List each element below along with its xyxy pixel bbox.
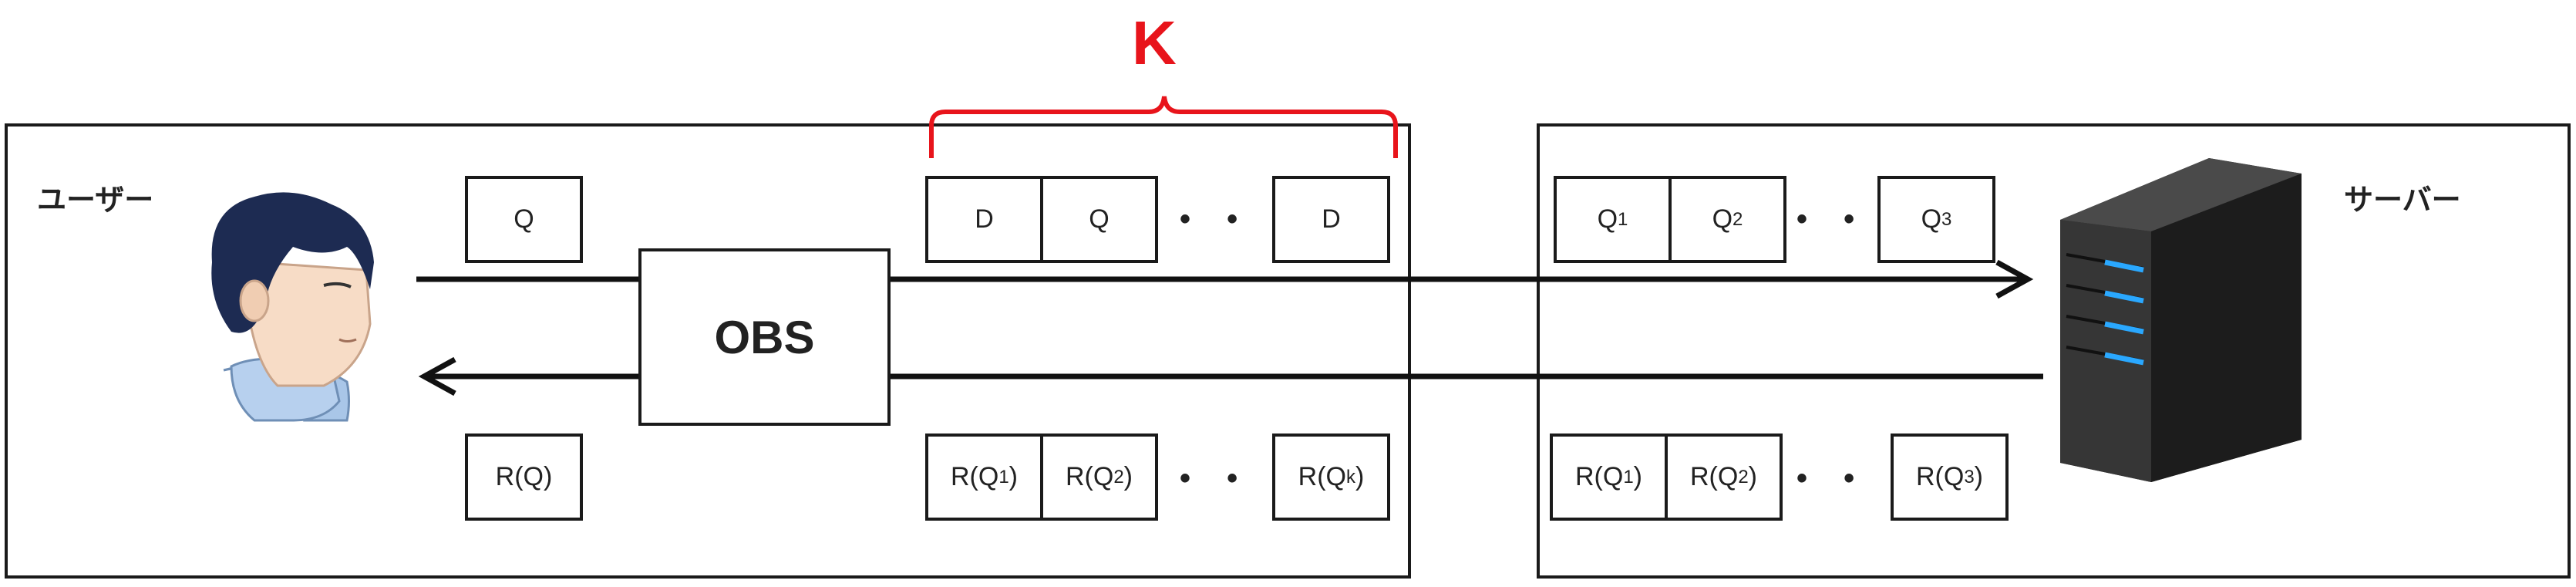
left-outgoing-ellipsis: • • • bbox=[1180, 202, 1299, 236]
server-led-2 bbox=[2104, 290, 2144, 304]
bottom-arrowhead bbox=[418, 356, 456, 396]
k-label: K bbox=[1132, 8, 1177, 77]
server-icon bbox=[2060, 158, 2302, 482]
server-led-3 bbox=[2104, 321, 2144, 335]
left-incoming-ellipsis: • • • bbox=[1180, 461, 1299, 495]
server-led-4 bbox=[2104, 352, 2144, 366]
user-query-box: Q bbox=[465, 176, 583, 263]
right-region bbox=[1537, 123, 2571, 579]
server-label: サーバー bbox=[2344, 184, 2461, 217]
left-outgoing-q: Q bbox=[1040, 176, 1158, 263]
top-arrowhead bbox=[1995, 259, 2034, 299]
user-response-box: R(Q) bbox=[465, 434, 583, 521]
left-outgoing-d-first: D bbox=[925, 176, 1043, 263]
server-led-1 bbox=[2104, 259, 2144, 273]
k-brace bbox=[929, 96, 1398, 158]
left-outgoing-d-last: D bbox=[1272, 176, 1390, 263]
user-icon bbox=[211, 192, 374, 422]
user-label: ユーザー bbox=[37, 184, 154, 217]
obs-box: OBS bbox=[638, 248, 891, 426]
right-incoming-ellipsis: • • • bbox=[1796, 461, 1916, 495]
left-region bbox=[5, 123, 1411, 579]
